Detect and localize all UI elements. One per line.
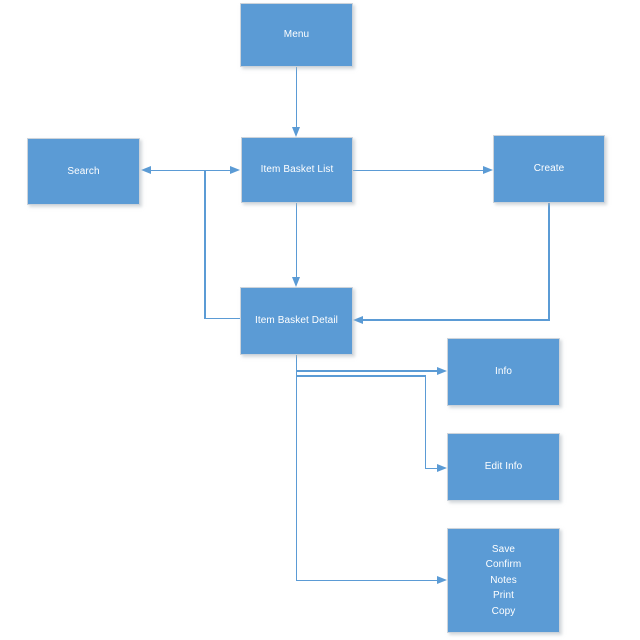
node-label: Edit Info	[484, 461, 523, 473]
edge-segment	[295, 67, 297, 128]
arrowhead-left-icon	[353, 315, 363, 324]
arrowhead-right-icon	[483, 165, 493, 174]
node-actions[interactable]: Save Confirm Notes Print Copy	[447, 528, 560, 633]
node-label: Create	[533, 163, 565, 175]
edge-segment	[362, 319, 550, 321]
node-info[interactable]: Info	[447, 338, 560, 406]
node-menu[interactable]: Menu	[240, 3, 353, 67]
node-label: Item Basket Detail	[255, 315, 338, 327]
edge-segment	[424, 375, 426, 468]
node-label: Search	[67, 165, 100, 177]
node-label: Menu	[283, 29, 310, 41]
edge-segment	[295, 203, 297, 278]
node-label: Item Basket List	[260, 164, 334, 176]
node-label: Print	[492, 590, 515, 602]
node-label: Notes	[490, 574, 517, 586]
arrowhead-down-icon	[292, 277, 300, 287]
arrowhead-right-icon	[437, 575, 447, 584]
node-edit-info[interactable]: Edit Info	[447, 433, 560, 501]
edge-segment	[296, 579, 437, 581]
node-label: Save	[491, 543, 516, 555]
arrowhead-down-icon	[292, 127, 300, 137]
edge-segment	[296, 375, 426, 377]
node-item-basket-list[interactable]: Item Basket List	[241, 137, 353, 203]
edge-segment	[353, 169, 484, 171]
arrowhead-right-icon	[230, 165, 240, 174]
edge-segment	[204, 317, 240, 319]
arrowhead-right-icon	[437, 366, 447, 375]
edge-segment	[204, 170, 206, 319]
edge-segment	[548, 203, 550, 320]
node-label: Info	[494, 366, 513, 378]
arrowhead-right-icon	[437, 463, 447, 472]
node-label: Copy	[491, 605, 516, 617]
node-label: Confirm	[485, 559, 522, 571]
arrowhead-left-icon	[141, 165, 151, 174]
node-create[interactable]: Create	[493, 135, 605, 203]
edge-segment	[424, 467, 438, 469]
edge-segment	[149, 169, 233, 171]
edge-segment	[296, 370, 438, 372]
node-item-basket-detail[interactable]: Item Basket Detail	[240, 287, 353, 355]
edge-segment	[295, 355, 297, 580]
node-search[interactable]: Search	[27, 138, 140, 205]
